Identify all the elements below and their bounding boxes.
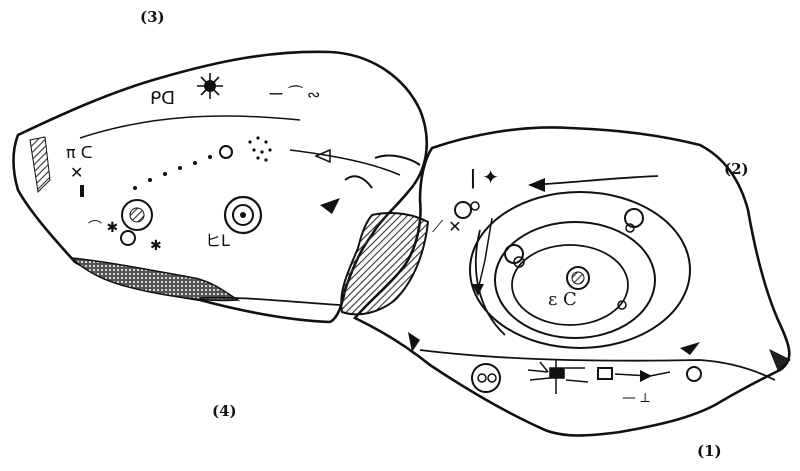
fragment-label-3: (3)	[140, 8, 165, 26]
concentric-circle-icon	[625, 209, 643, 232]
left-arc	[80, 116, 300, 138]
arrow-icon	[530, 176, 658, 185]
central-hatched-join	[341, 213, 428, 314]
square-glyph	[598, 368, 612, 379]
glyphs-mid: ヒL	[205, 231, 230, 250]
glyphs-mid-left: ⌒ ✱	[88, 220, 118, 236]
fragment-left-edge-hatch	[30, 137, 50, 192]
mark-glyph	[80, 185, 84, 197]
fragment-label-1: (1)	[697, 442, 722, 460]
mark-glyph	[680, 342, 700, 355]
oval-glyph	[687, 367, 701, 381]
mark-glyph	[375, 156, 420, 165]
crescent-glyphs: ε C	[548, 289, 577, 310]
arrow-icon	[478, 218, 492, 290]
small-glyphs-bottom: — ⟂	[622, 390, 650, 406]
small-ring	[220, 146, 232, 158]
star-glyphs: ǀ ✦	[470, 165, 499, 189]
fragment-label-4: (4)	[212, 402, 237, 420]
dot-cluster-icon	[248, 136, 271, 161]
sun-icon	[528, 360, 588, 394]
sun-icon	[197, 73, 223, 99]
small-ring	[121, 231, 135, 245]
glyphs-top: ᑭᗡ	[150, 88, 175, 109]
rosette-icon	[567, 267, 589, 289]
fragment-label-2: (2)	[724, 160, 749, 178]
glyphs-left-2: ✕	[70, 163, 83, 182]
arrow-icon	[528, 178, 545, 192]
concentric-circle-icon	[455, 202, 479, 218]
double-ring-icon	[472, 364, 500, 392]
arrow-icon	[640, 370, 652, 382]
glyphs-top-right: ー ⁀ ∾	[268, 84, 320, 104]
concentric-circle-icon	[225, 197, 261, 233]
fragment-right-corner-hatch	[770, 350, 790, 370]
mark-glyph	[345, 176, 372, 188]
dot-trail-icon	[133, 155, 212, 190]
glyphs-star: ✱	[150, 238, 162, 254]
fragment-left-hatched-base	[72, 258, 238, 301]
rosette-icon	[122, 200, 152, 230]
glyphs-left: π ᑕ	[66, 143, 92, 162]
small-glyphs-right: ⟋ ✕	[432, 217, 462, 236]
arrow-icon	[290, 150, 400, 175]
mark-glyph	[320, 198, 340, 214]
